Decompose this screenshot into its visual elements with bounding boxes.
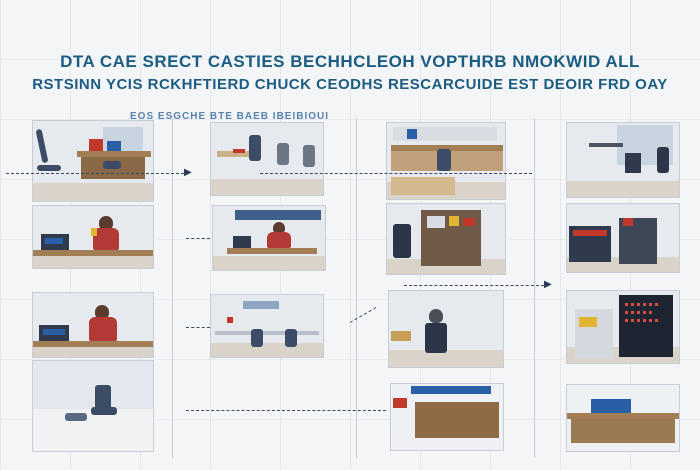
- scene-panel: [566, 384, 680, 452]
- column-divider: [534, 118, 535, 458]
- flow-arrow: [186, 327, 210, 328]
- flow-arrow: [186, 238, 210, 239]
- flow-arrow: [186, 410, 386, 411]
- scene-panel: [32, 120, 154, 202]
- arrow-head-icon: ▶: [544, 279, 552, 290]
- title-band: DTA CAE SRECT CASTIES BECHHCLEOH VOPTHRB…: [0, 40, 700, 110]
- scene-panel: [210, 122, 324, 196]
- scene-panel: [388, 290, 504, 368]
- scene-panel: [386, 122, 506, 200]
- scene-panel: [390, 383, 504, 451]
- flow-arrow: [6, 173, 184, 174]
- column-divider: [356, 118, 357, 458]
- subtitle: EOS ESGCHE BTE BAEB IBEIBIOUI: [130, 111, 330, 122]
- scene-panel: [212, 205, 326, 271]
- scene-panel: [210, 294, 324, 358]
- flow-arrow: [404, 285, 544, 286]
- scene-panel: [566, 290, 680, 364]
- scene-panel: [32, 205, 154, 269]
- arrow-head-icon: ▶: [184, 167, 192, 178]
- scene-panel: [32, 360, 154, 452]
- column-divider: [172, 118, 173, 458]
- title-line-1: DTA CAE SRECT CASTIES BECHHCLEOH VOPTHRB…: [60, 52, 640, 71]
- scene-panel: [386, 203, 506, 275]
- scene-panel: [566, 203, 680, 273]
- flow-arrow: [260, 173, 532, 174]
- title-line-2: RSTSINN YCIS RCKHFTIERD CHUCK CEODHS RES…: [32, 76, 668, 93]
- scene-panel: [566, 122, 680, 198]
- scene-panel: [32, 292, 154, 358]
